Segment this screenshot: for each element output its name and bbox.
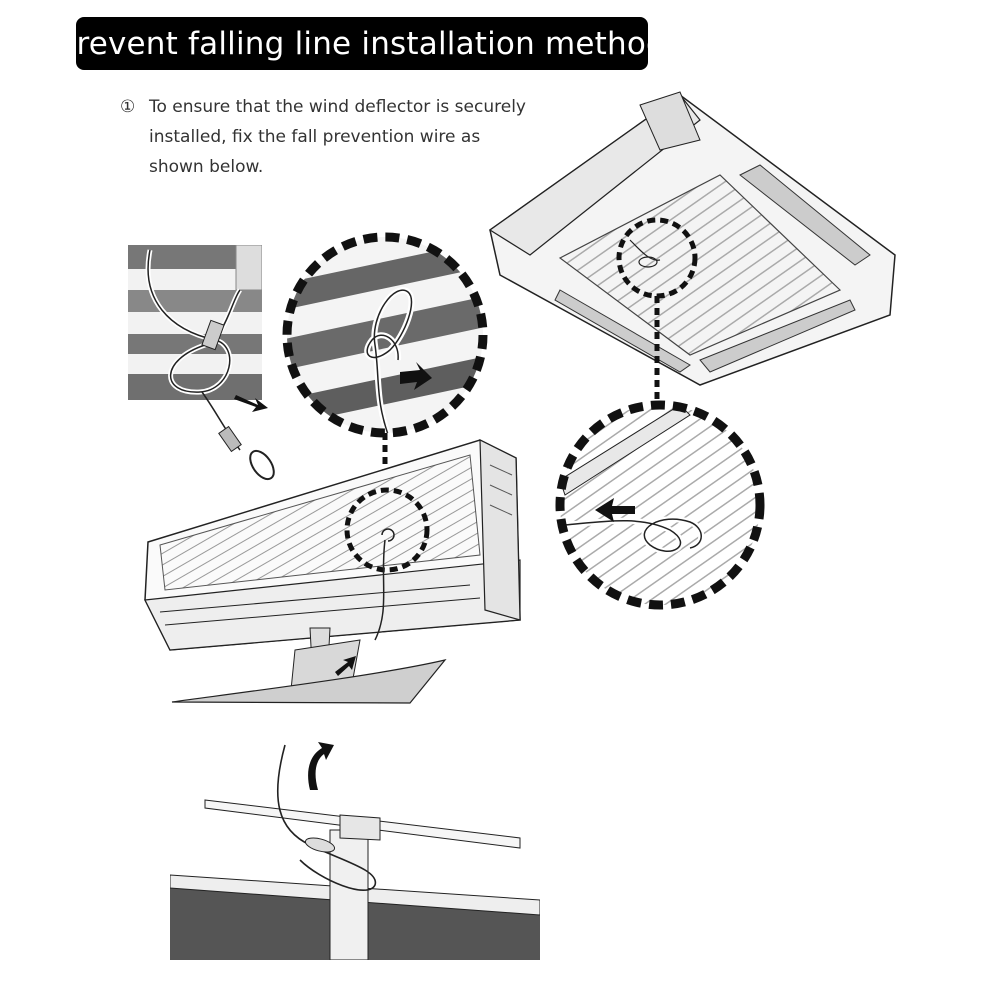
ceiling-cassette-unit: [488, 91, 896, 405]
wire-detail-magnifier: [282, 232, 488, 500]
instruction-line-1: To ensure that the wind deflector is sec…: [149, 97, 526, 117]
instruction-line-2: installed, fix the fall prevention wire …: [149, 127, 481, 147]
page-title: Prevent falling line installation method: [58, 25, 666, 62]
deflector-clip-closeup: [170, 742, 540, 960]
wire-loop-closeup: [128, 245, 275, 481]
cassette-detail-magnifier: [555, 400, 765, 610]
wall-ac-unit: [144, 439, 521, 704]
instruction-line-3: shown below.: [149, 157, 264, 177]
instruction-step: ① To ensure that the wind deflector is s…: [120, 92, 540, 182]
step-number: ①: [120, 97, 136, 117]
title-banner: Prevent falling line installation method: [58, 17, 666, 70]
